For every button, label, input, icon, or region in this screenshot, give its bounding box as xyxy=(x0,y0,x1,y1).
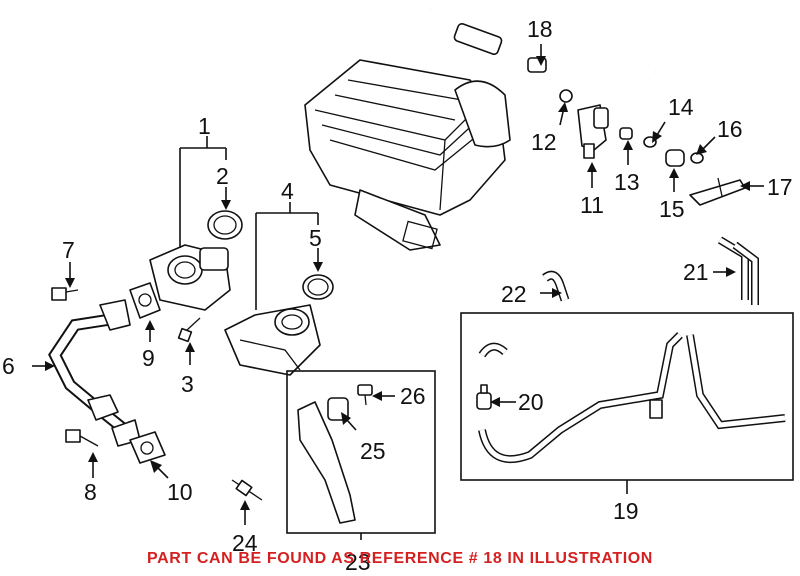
callout-11: 11 xyxy=(580,192,604,218)
group-bracket-1 xyxy=(179,136,227,248)
fitting-13 xyxy=(619,127,633,140)
callout-21: 21 xyxy=(683,259,709,285)
callout-23: 23 xyxy=(345,549,371,575)
grommet-15 xyxy=(665,149,685,167)
callout-6: 6 xyxy=(2,353,15,379)
callout-22: 22 xyxy=(501,281,527,307)
vacuum-solenoid-valve xyxy=(577,104,609,159)
callout-20: 20 xyxy=(518,389,544,415)
callout-24: 24 xyxy=(232,530,258,556)
callout-7: 7 xyxy=(62,237,75,263)
reference-note: PART CAN BE FOUND AS REFERENCE # 18 IN I… xyxy=(147,550,653,567)
coolant-tube-21 xyxy=(717,236,759,305)
nut-12 xyxy=(559,89,573,103)
valve-20 xyxy=(476,384,492,410)
callout-26: 26 xyxy=(400,383,426,409)
bolt-26 xyxy=(357,384,373,406)
callout-1: 1 xyxy=(198,113,211,139)
callout-16: 16 xyxy=(717,116,743,142)
callout-labels: 1 2 3 4 5 6 7 8 9 10 11 12 13 14 15 16 1… xyxy=(2,16,793,575)
gasket-2 xyxy=(207,210,243,240)
egr-valve-1 xyxy=(149,244,231,311)
callout-18: 18 xyxy=(527,16,553,42)
callout-15: 15 xyxy=(659,196,685,222)
callout-4: 4 xyxy=(281,178,294,204)
callout-2: 2 xyxy=(216,163,229,189)
callout-8: 8 xyxy=(84,479,97,505)
callout-5: 5 xyxy=(309,225,322,251)
gasket-9 xyxy=(129,282,161,319)
callout-14: 14 xyxy=(668,94,694,120)
callout-19: 19 xyxy=(613,498,639,524)
pipe-assembly-19 xyxy=(478,332,786,463)
callout-17: 17 xyxy=(767,174,793,200)
air-cleaner-assembly xyxy=(304,59,511,251)
leader-arrows xyxy=(32,44,764,540)
callout-10: 10 xyxy=(167,479,193,505)
callout-12: 12 xyxy=(531,129,557,155)
bolt-7 xyxy=(51,287,79,301)
bolt-3 xyxy=(177,317,201,343)
callout-13: 13 xyxy=(614,169,640,195)
breather-hose-assembly xyxy=(424,8,658,81)
egr-cooler-4 xyxy=(224,304,321,376)
stud-24 xyxy=(231,479,263,501)
callout-9: 9 xyxy=(142,345,155,371)
gasket-10 xyxy=(129,431,166,464)
bracket-23 xyxy=(297,401,356,524)
group-bracket-4 xyxy=(255,202,319,310)
callout-3: 3 xyxy=(181,371,194,397)
callout-25: 25 xyxy=(360,438,386,464)
egr-pipe-6 xyxy=(48,299,141,447)
bracket-17 xyxy=(689,179,746,206)
bolt-8 xyxy=(65,429,99,447)
